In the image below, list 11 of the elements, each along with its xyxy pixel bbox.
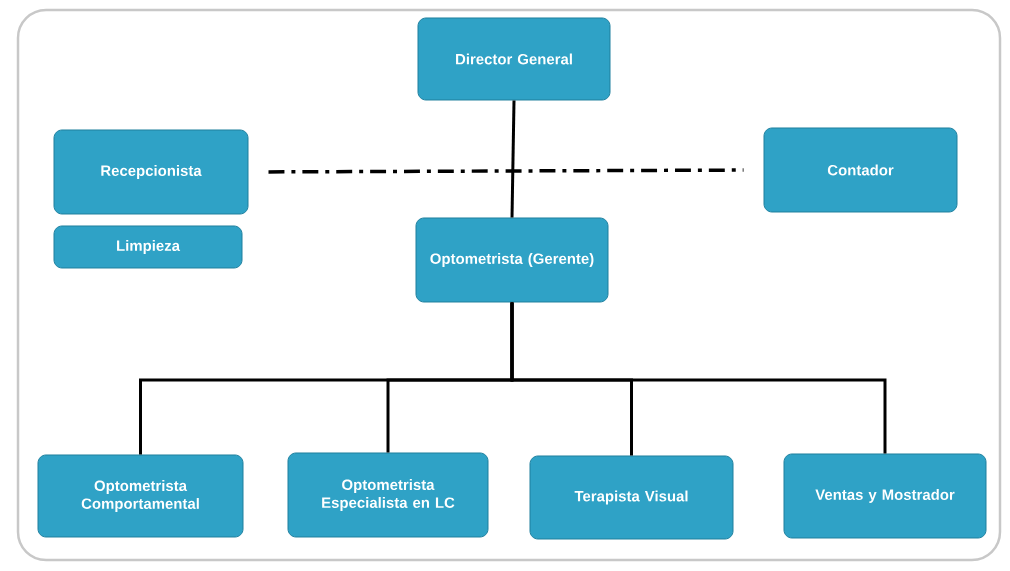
org-box: Recepcionista <box>53 129 249 215</box>
org-box: Director General <box>417 17 611 101</box>
connector-line <box>510 100 516 218</box>
org-box: Contador <box>763 127 958 213</box>
org-box: Optometrista Especialista en LC <box>287 452 489 538</box>
org-box: Optometrista (Gerente) <box>415 217 609 303</box>
org-box: Optometrista Comportamental <box>37 454 244 538</box>
connector-line <box>510 302 887 454</box>
org-box: Limpieza <box>53 225 243 269</box>
org-box: Terapista Visual <box>529 455 734 540</box>
org-box: Ventas y Mostrador <box>783 453 987 539</box>
